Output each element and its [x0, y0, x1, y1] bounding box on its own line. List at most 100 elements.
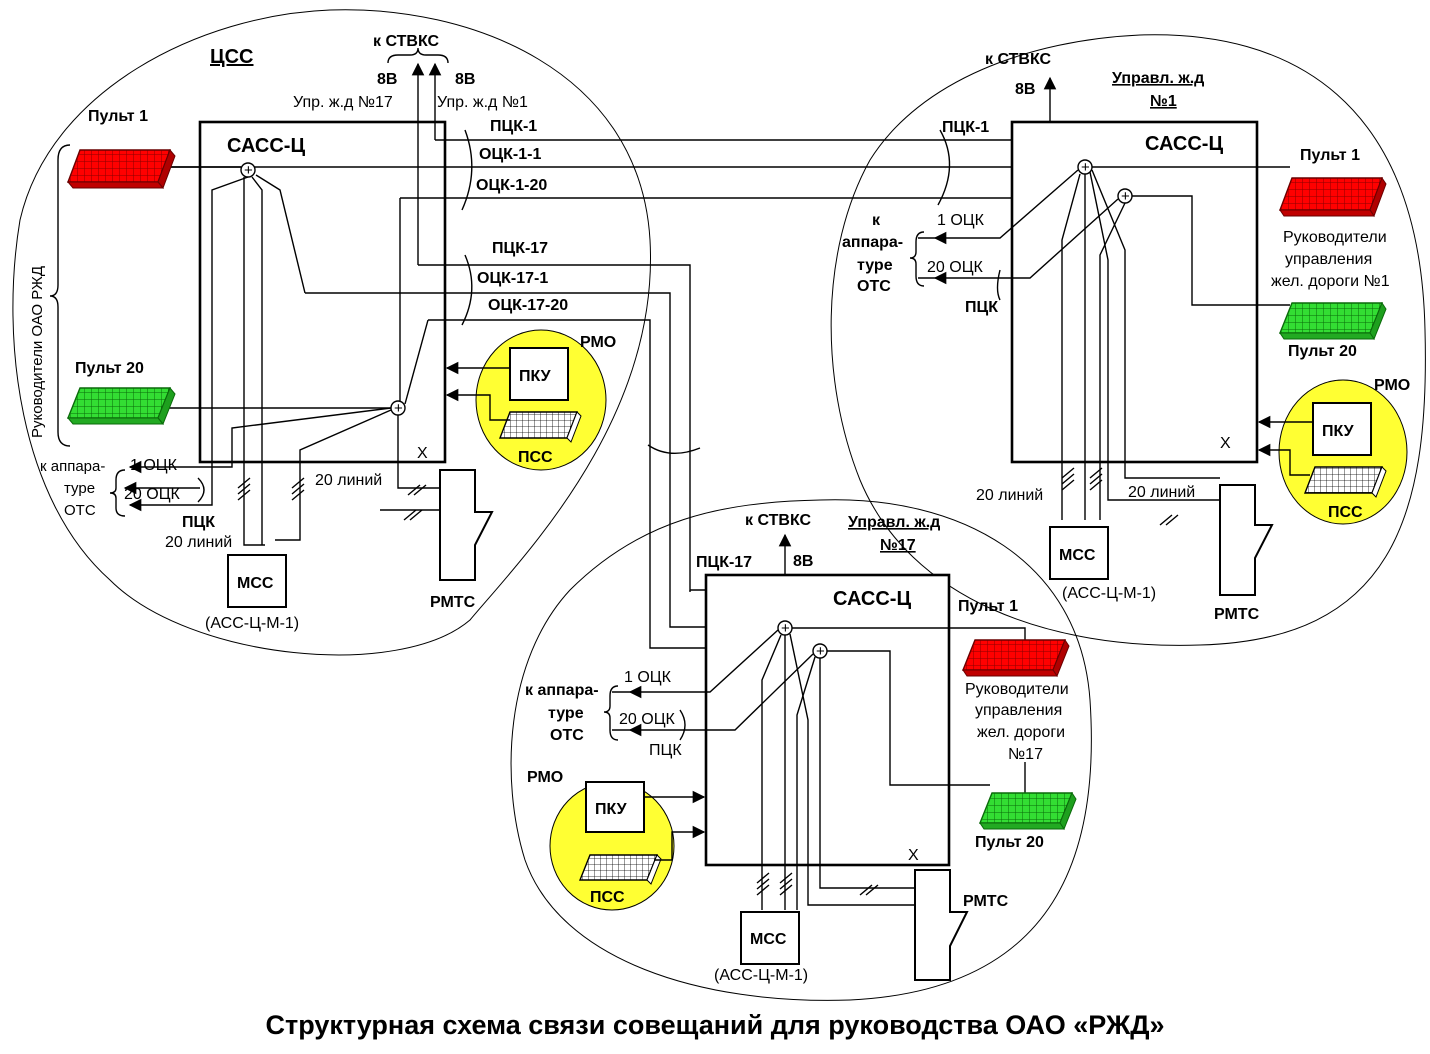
rail17-mss-box	[740, 911, 800, 965]
svg-text:+: +	[816, 643, 825, 660]
svg-text:+: +	[244, 162, 253, 179]
rail17-bus-label: 8В	[793, 553, 813, 570]
central-console1-label: Пульт 1	[88, 108, 148, 125]
central-channel-ock120: ОЦК-1-20	[476, 177, 547, 194]
rail17-leaders-line3: жел. дороги	[977, 724, 1065, 741]
central-out-pck	[128, 176, 249, 512]
rail1-sass-title: САСС-Ц	[1145, 133, 1223, 155]
rail17-sass-title: САСС-Ц	[833, 588, 911, 610]
central-stvks-brace	[387, 47, 449, 64]
rail1-ots-brace	[909, 231, 925, 287]
central-console20-label: Пульт 20	[75, 360, 144, 377]
central-region-title: ЦСС	[210, 46, 254, 68]
rail1-console20-label: Пульт 20	[1288, 343, 1357, 360]
rail1-console20-green	[1278, 302, 1384, 334]
central-console1-red	[66, 149, 172, 183]
rail17-console20-label: Пульт 20	[975, 834, 1044, 851]
central-pck-label: ПЦК	[182, 514, 215, 531]
central-rmo-label: РМО	[580, 334, 616, 351]
rail1-out-ocs20	[933, 198, 1119, 285]
central-bus-left: 8В	[377, 71, 397, 88]
rail1-pss-label: ПСС	[1328, 504, 1363, 521]
rail1-ots-line1: к	[872, 212, 881, 229]
rail17-pku-label: ПКУ	[595, 801, 628, 818]
rail1-console1-red	[1278, 177, 1384, 211]
central-ots-line3: ОТС	[64, 502, 96, 519]
rail1-lines20-b: 20 линий	[1128, 484, 1195, 501]
rail1-console1-label: Пульт 1	[1300, 147, 1360, 164]
rail17-sass-box	[704, 573, 951, 867]
rail17-mss-label: МСС	[750, 931, 787, 948]
central-rail17-label: Упр. ж.д №17	[293, 94, 393, 111]
central-ocs20-label: 20 ОЦК	[124, 486, 181, 503]
central-pku-label: ПКУ	[519, 368, 552, 385]
central-pku-box	[509, 347, 569, 401]
rail17-rmts-shape	[914, 869, 969, 981]
svg-text:+: +	[1121, 188, 1130, 205]
rail1-rmo-label: РМО	[1374, 377, 1410, 394]
rail17-ocs1-label: 1 ОЦК	[624, 669, 672, 686]
rail1-ots-line2: аппара-	[842, 234, 903, 251]
rail1-x-mark: Х	[1220, 435, 1231, 452]
central-ots-line2: туре	[64, 480, 95, 497]
rail1-rmts-label: РМТС	[1214, 606, 1260, 623]
central-pss-label: ПСС	[518, 449, 553, 466]
rail17-title-line1: Управл. ж.д	[848, 514, 940, 531]
central-mss-model: (АСС-Ц-М-1)	[205, 615, 299, 632]
rail17-rmo-label: РМО	[527, 769, 563, 786]
rail17-leaders-line4: №17	[1008, 746, 1043, 763]
rail1-title-line1: Управл. ж.д	[1112, 70, 1204, 87]
rail1-leaders-line2: управления	[1285, 251, 1372, 268]
rail17-ots-line2: туре	[548, 705, 584, 722]
central-channel-ock1720: ОЦК-17-20	[488, 297, 568, 314]
rail1-mss-label: МСС	[1059, 547, 1096, 564]
central-pss-keyboard	[498, 411, 579, 439]
rail1-ocs1-label: 1 ОЦК	[937, 212, 985, 229]
rail1-leaders-line1: Руководители	[1283, 229, 1387, 246]
rail17-cable-loop	[647, 444, 701, 454]
svg-text:+: +	[1081, 159, 1090, 176]
central-lines20-b: 20 линий	[315, 472, 382, 489]
rail1-rmts-shape	[1219, 484, 1274, 596]
rail17-ocs20-label: 20 ОЦК	[619, 711, 676, 728]
central-mss-box	[227, 554, 287, 608]
diagram-canvas: ЦСС САСС-Ц к СТВКС 8В 8В Упр. ж.д №17 Уп…	[12, 9, 1426, 1001]
central-out-ocs1	[128, 407, 392, 474]
rail1-ots-line4: ОТС	[857, 278, 891, 295]
central-channel-ock171: ОЦК-17-1	[477, 270, 548, 287]
svg-text:+: +	[394, 400, 403, 417]
rail17-pss-label: ПСС	[590, 889, 625, 906]
central-mss-label: МСС	[237, 575, 274, 592]
central-rmts-shape	[439, 469, 494, 581]
svg-text:+: +	[781, 620, 790, 637]
rail1-pku-label: ПКУ	[1322, 423, 1355, 440]
central-leaders-label: Руководители ОАО РЖД	[29, 266, 46, 438]
rail1-out-ocs1	[933, 169, 1079, 245]
central-console20-green	[66, 387, 172, 419]
rail17-leaders-line1: Руководители	[965, 681, 1069, 698]
rail17-to-stvks: к СТВКС	[745, 512, 811, 529]
rail17-console1-label: Пульт 1	[958, 598, 1018, 615]
central-cable-loop-2	[461, 254, 473, 326]
central-x-mark: Х	[417, 445, 428, 462]
central-sass-title: САСС-Ц	[227, 135, 305, 157]
central-region-outline	[12, 9, 651, 656]
rail1-ocs20-label: 20 ОЦК	[927, 259, 984, 276]
central-lines20-a: 20 линий	[165, 534, 232, 551]
rail1-mss-model: (АСС-Ц-М-1)	[1062, 585, 1156, 602]
rail17-pku-box	[585, 781, 645, 833]
rail17-leaders-line2: управления	[975, 702, 1062, 719]
rail17-out-ocs20	[628, 653, 814, 737]
rail17-pck-label: ПЦК	[649, 742, 682, 759]
central-ocs1-label: 1 ОЦК	[130, 457, 178, 474]
rail17-ots-line1: к аппара-	[525, 682, 599, 699]
rail17-pck17-label: ПЦК-17	[696, 554, 752, 571]
rail1-lines20-a: 20 линий	[976, 487, 1043, 504]
rail17-out-ocs1	[628, 629, 779, 699]
central-leaders-brace	[49, 144, 71, 447]
rail17-rmts-label: РМТС	[963, 893, 1009, 910]
rail1-to-stvks: к СТВКС	[985, 51, 1051, 68]
rail17-ots-line3: ОТС	[550, 727, 584, 744]
central-rmts-label: РМТС	[430, 594, 476, 611]
